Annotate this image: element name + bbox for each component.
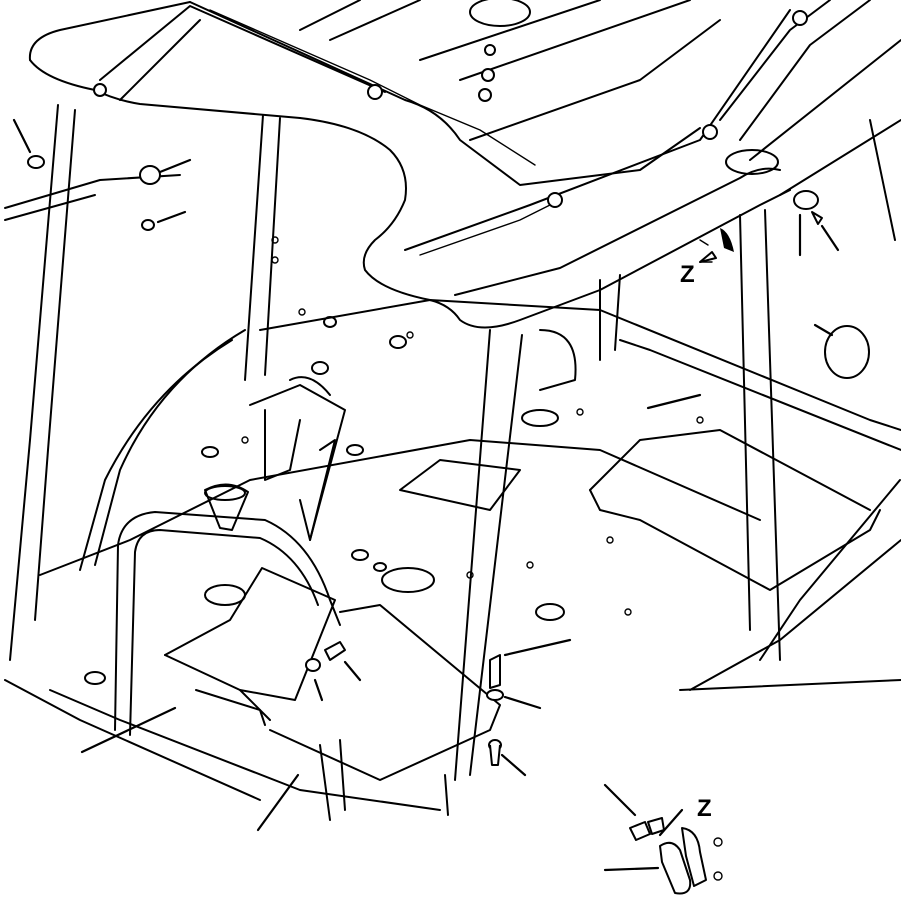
leader-lines (12, 118, 840, 872)
floor-mat (164, 567, 501, 781)
control-column (204, 376, 346, 541)
floor-plate (4, 236, 901, 811)
grab-handle-frame (114, 511, 341, 736)
detail-title-label-z: Z (697, 795, 712, 822)
door-arch (4, 174, 246, 571)
cab-posts (9, 104, 896, 781)
exploded-parts (27, 155, 870, 766)
detail-ref-label-z: Z (680, 261, 695, 288)
roof-bolts (93, 10, 808, 208)
detail-z-view (629, 808, 723, 895)
front-pillar (319, 739, 449, 821)
z-view-arrow (699, 251, 717, 263)
roof-canopy (28, 0, 901, 329)
